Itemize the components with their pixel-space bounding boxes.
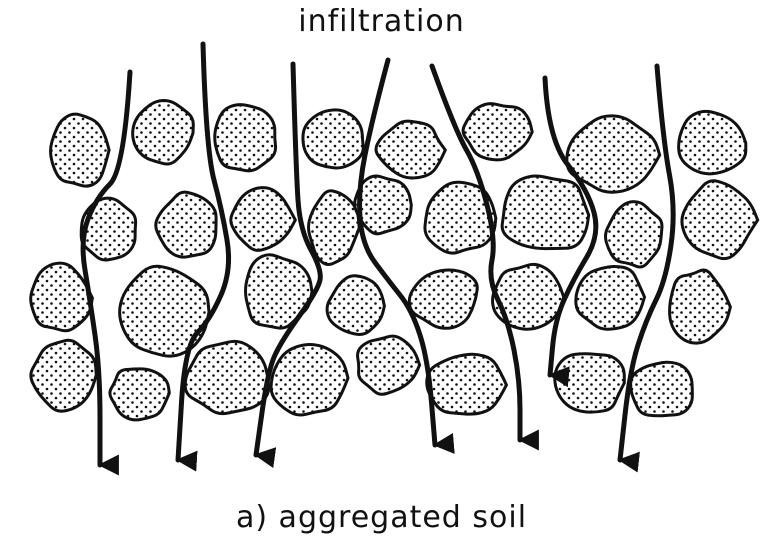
- soil-aggregate-texture: [631, 362, 693, 416]
- soil-aggregate-texture: [670, 270, 731, 343]
- soil-aggregates: [31, 100, 758, 419]
- soil-aggregate-texture: [215, 105, 276, 171]
- soil-aggregate-texture: [502, 176, 589, 249]
- soil-aggregate-texture: [679, 111, 746, 174]
- diagram-caption-aggregated-soil: a) aggregated soil: [0, 500, 763, 535]
- soil-aggregate-texture: [303, 110, 363, 168]
